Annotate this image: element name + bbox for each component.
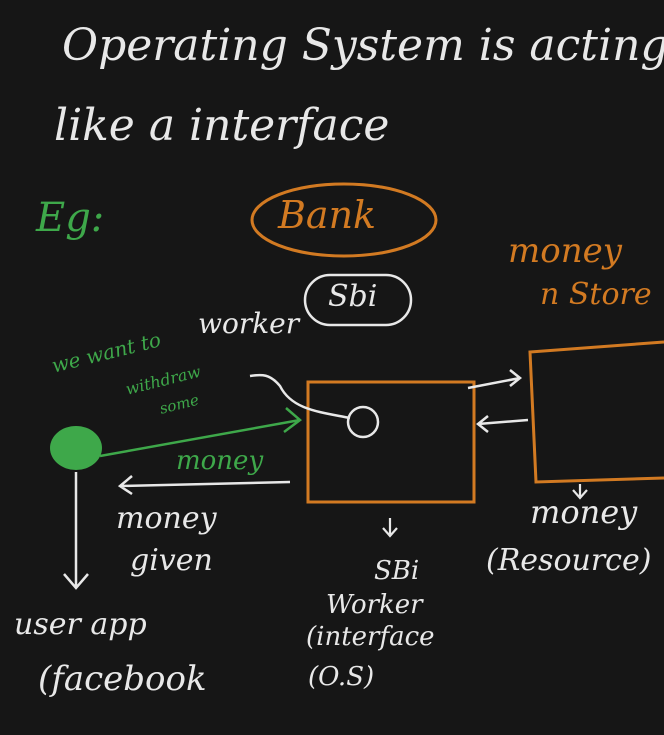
- storage-label-2: n Store: [540, 277, 652, 312]
- arrow-from-storage: [475, 415, 529, 433]
- resource-1: money: [530, 493, 638, 531]
- arrow-to-storage: [467, 369, 523, 390]
- worker-box: [306, 380, 476, 504]
- green-money-arrow: [99, 407, 302, 458]
- user-app-1: user app: [14, 607, 147, 642]
- sbi-worker-2: Worker: [326, 590, 423, 620]
- title-line-1: Operating System is acting: [62, 20, 664, 71]
- sbi-oval: [303, 273, 413, 327]
- worker-circle: [346, 405, 380, 439]
- money-given-arrow: [117, 475, 291, 496]
- sbi-worker-1: SBi: [374, 556, 420, 586]
- worker-label: worker: [198, 307, 300, 340]
- title-line-2: like a interface: [54, 100, 390, 151]
- bank-ellipse: [250, 182, 438, 258]
- sbi-label: Sbi: [328, 279, 378, 314]
- storage-down-arrow: [572, 484, 588, 500]
- storage-label-1: money: [508, 231, 622, 271]
- user-app-2: (facebook: [38, 659, 207, 699]
- bank-label: Bank: [278, 193, 377, 237]
- money-given-2: given: [130, 543, 213, 578]
- sbi-worker-4: (O.S): [308, 662, 375, 692]
- worker-down-arrow: [382, 518, 398, 538]
- user-node: [50, 426, 102, 470]
- money-arrow-label: money: [176, 446, 264, 476]
- worker-connector: [249, 373, 351, 420]
- user-down-arrow: [63, 472, 89, 590]
- money-given-1: money: [116, 501, 217, 536]
- sbi-worker-3: (interface: [306, 622, 435, 652]
- storage-box: [528, 340, 664, 484]
- resource-2: (Resource): [486, 543, 652, 578]
- example-label: Eg:: [36, 195, 105, 241]
